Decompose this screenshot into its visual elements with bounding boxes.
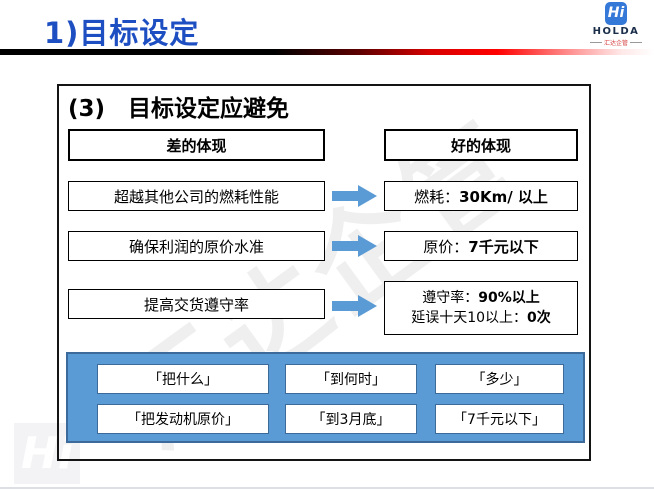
arrow-right-icon [332, 295, 377, 317]
formula-box-howmuch-ex: 「7千元以下」 [435, 404, 564, 434]
formula-box-howmuch: 「多少」 [435, 364, 564, 394]
bad-example-row-1: 超越其他公司的燃耗性能 [68, 181, 325, 211]
metric-value: 30Km/ 以上 [459, 187, 548, 206]
column-header-good: 好的体现 [384, 129, 578, 161]
logo-dash-left [589, 42, 602, 43]
metric-label: 遵守率： [422, 289, 479, 306]
formula-box-when-ex: 「到3月底」 [285, 404, 417, 434]
holda-logo-icon: Hi [605, 2, 627, 25]
arrow-right-icon [332, 235, 377, 257]
good-example-row-2: 原价：7千元以下 [384, 231, 578, 261]
metric-value: 0次 [527, 310, 551, 326]
formula-box-what-ex: 「把发动机原价」 [97, 404, 269, 434]
arrow-right-icon [332, 185, 377, 207]
logo-brand-text: HOLDA [592, 26, 640, 37]
header-divider-line [0, 49, 654, 55]
logo-subtitle-text: 汇达企管 [603, 40, 628, 47]
metric-label: 延误十天10以上： [411, 310, 528, 326]
column-header-bad: 差的体现 [68, 129, 325, 161]
good-example-row-1: 燃耗：30Km/ 以上 [384, 181, 578, 211]
bad-example-row-3: 提高交货遵守率 [68, 289, 325, 319]
metric-label: 燃耗： [414, 187, 460, 206]
metric-value: 7千元以下 [468, 237, 539, 256]
bottom-rule [0, 487, 654, 489]
formula-box-what: 「把什么」 [97, 364, 269, 394]
formula-box-when: 「到何时」 [285, 364, 417, 394]
bad-example-row-2: 确保利润的原价水准 [68, 231, 325, 261]
page-title: 1)目标设定 [44, 16, 200, 50]
content-panel [57, 84, 591, 461]
panel-title: (3) 目标设定应避免 [68, 96, 290, 122]
logo-dash-right [630, 42, 642, 43]
logo-subtitle: 汇达企管 [584, 38, 648, 47]
formula-panel: 「把什么」 「到何时」 「多少」 「把发动机原价」 「到3月底」 「7千元以下」 [66, 352, 585, 443]
company-logo: Hi HOLDA 汇达企管 [584, 2, 648, 47]
metric-value: 90%以上 [478, 289, 540, 306]
metric-label: 原价： [423, 237, 469, 256]
good-example-row-3: 遵守率：90%以上 延误十天10以上：0次 [384, 281, 578, 335]
